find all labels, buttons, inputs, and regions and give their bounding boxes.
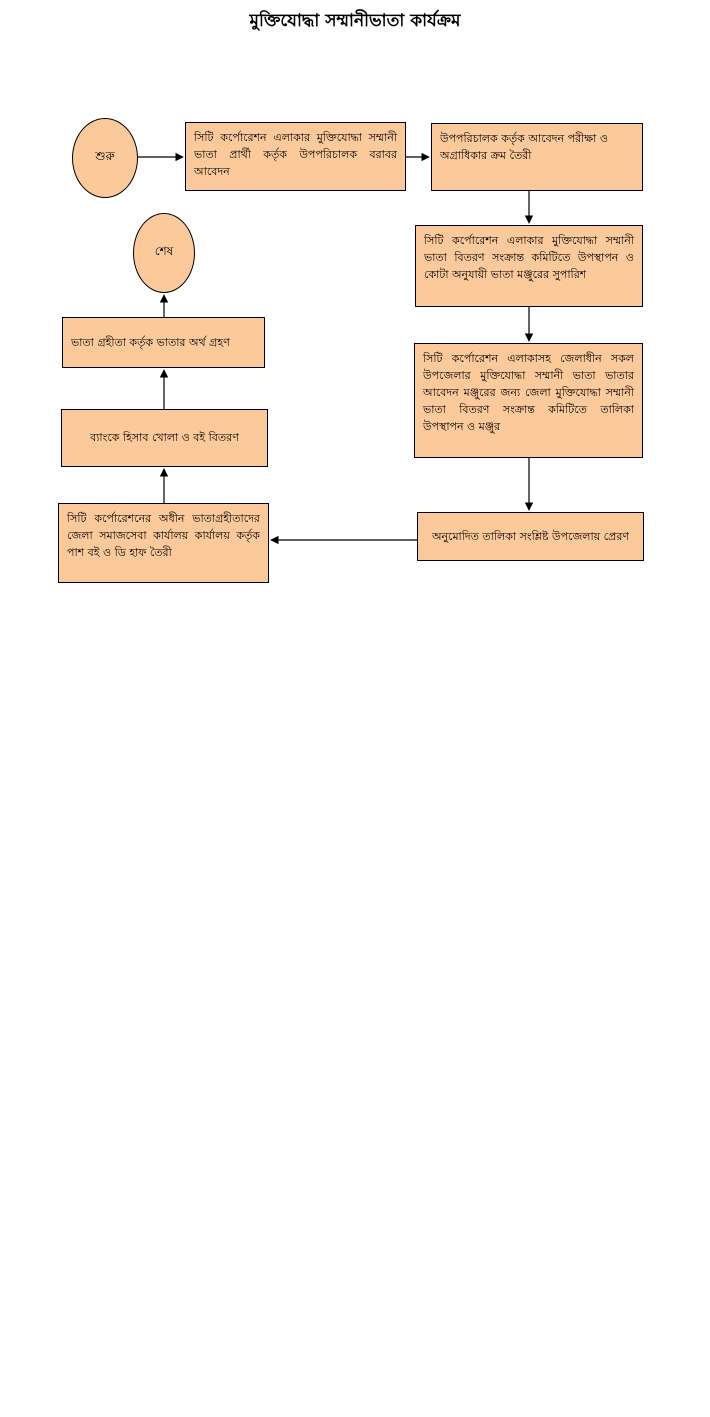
start-node: শুরু [72, 118, 138, 198]
start-label: শুরু [95, 149, 115, 163]
step-bank-account-text: ব্যাংকে হিসাব খোলা ও বই বিতরণ [90, 431, 239, 445]
step-committee-recommend-box: সিটি কর্পোরেশন এলাকার মুক্তিযোদ্ধা সম্মা… [415, 225, 643, 307]
step-passbook-box: সিটি কর্পোরেশনের অধীন ভাতাগ্রহীতাদের জেল… [58, 503, 269, 583]
end-node: শেষ [133, 213, 195, 293]
step-bank-account-box: ব্যাংকে হিসাব খোলা ও বই বিতরণ [61, 409, 268, 467]
step-send-upazila-text: অনুমোদিত তালিকা সংশ্লিষ্ট উপজেলায় প্রের… [431, 529, 630, 543]
step-review-box: উপপরিচালক কর্তৃক আবেদন পরীক্ষা ও অগ্রাধি… [431, 123, 643, 191]
step-apply-text: সিটি কর্পোরেশন এলাকার মুক্তিযোদ্ধা সম্মা… [194, 131, 397, 179]
step-send-upazila-box: অনুমোদিত তালিকা সংশ্লিষ্ট উপজেলায় প্রের… [417, 512, 644, 561]
step-committee-recommend-text: সিটি কর্পোরেশন এলাকার মুক্তিযোদ্ধা সম্মা… [424, 234, 634, 282]
step-receive-money-text: ভাতা গ্রহীতা কর্তৃক ভাতার অর্থ গ্রহণ [71, 335, 230, 349]
step-district-committee-box: সিটি কর্পোরেশন এলাকাসহ জেলাধীন সকল উপজেল… [414, 343, 643, 458]
step-apply-box: সিটি কর্পোরেশন এলাকার মুক্তিযোদ্ধা সম্মা… [185, 122, 406, 191]
end-label: শেষ [154, 244, 174, 258]
step-receive-money-box: ভাতা গ্রহীতা কর্তৃক ভাতার অর্থ গ্রহণ [62, 317, 265, 368]
page-title: মুক্তিযোদ্ধা সম্মানীভাতা কার্যক্রম [249, 11, 461, 31]
step-passbook-text: সিটি কর্পোরেশনের অধীন ভাতাগ্রহীতাদের জেল… [67, 512, 260, 560]
step-review-text: উপপরিচালক কর্তৃক আবেদন পরীক্ষা ও অগ্রাধি… [440, 132, 608, 163]
step-district-committee-text: সিটি কর্পোরেশন এলাকাসহ জেলাধীন সকল উপজেল… [423, 352, 634, 434]
